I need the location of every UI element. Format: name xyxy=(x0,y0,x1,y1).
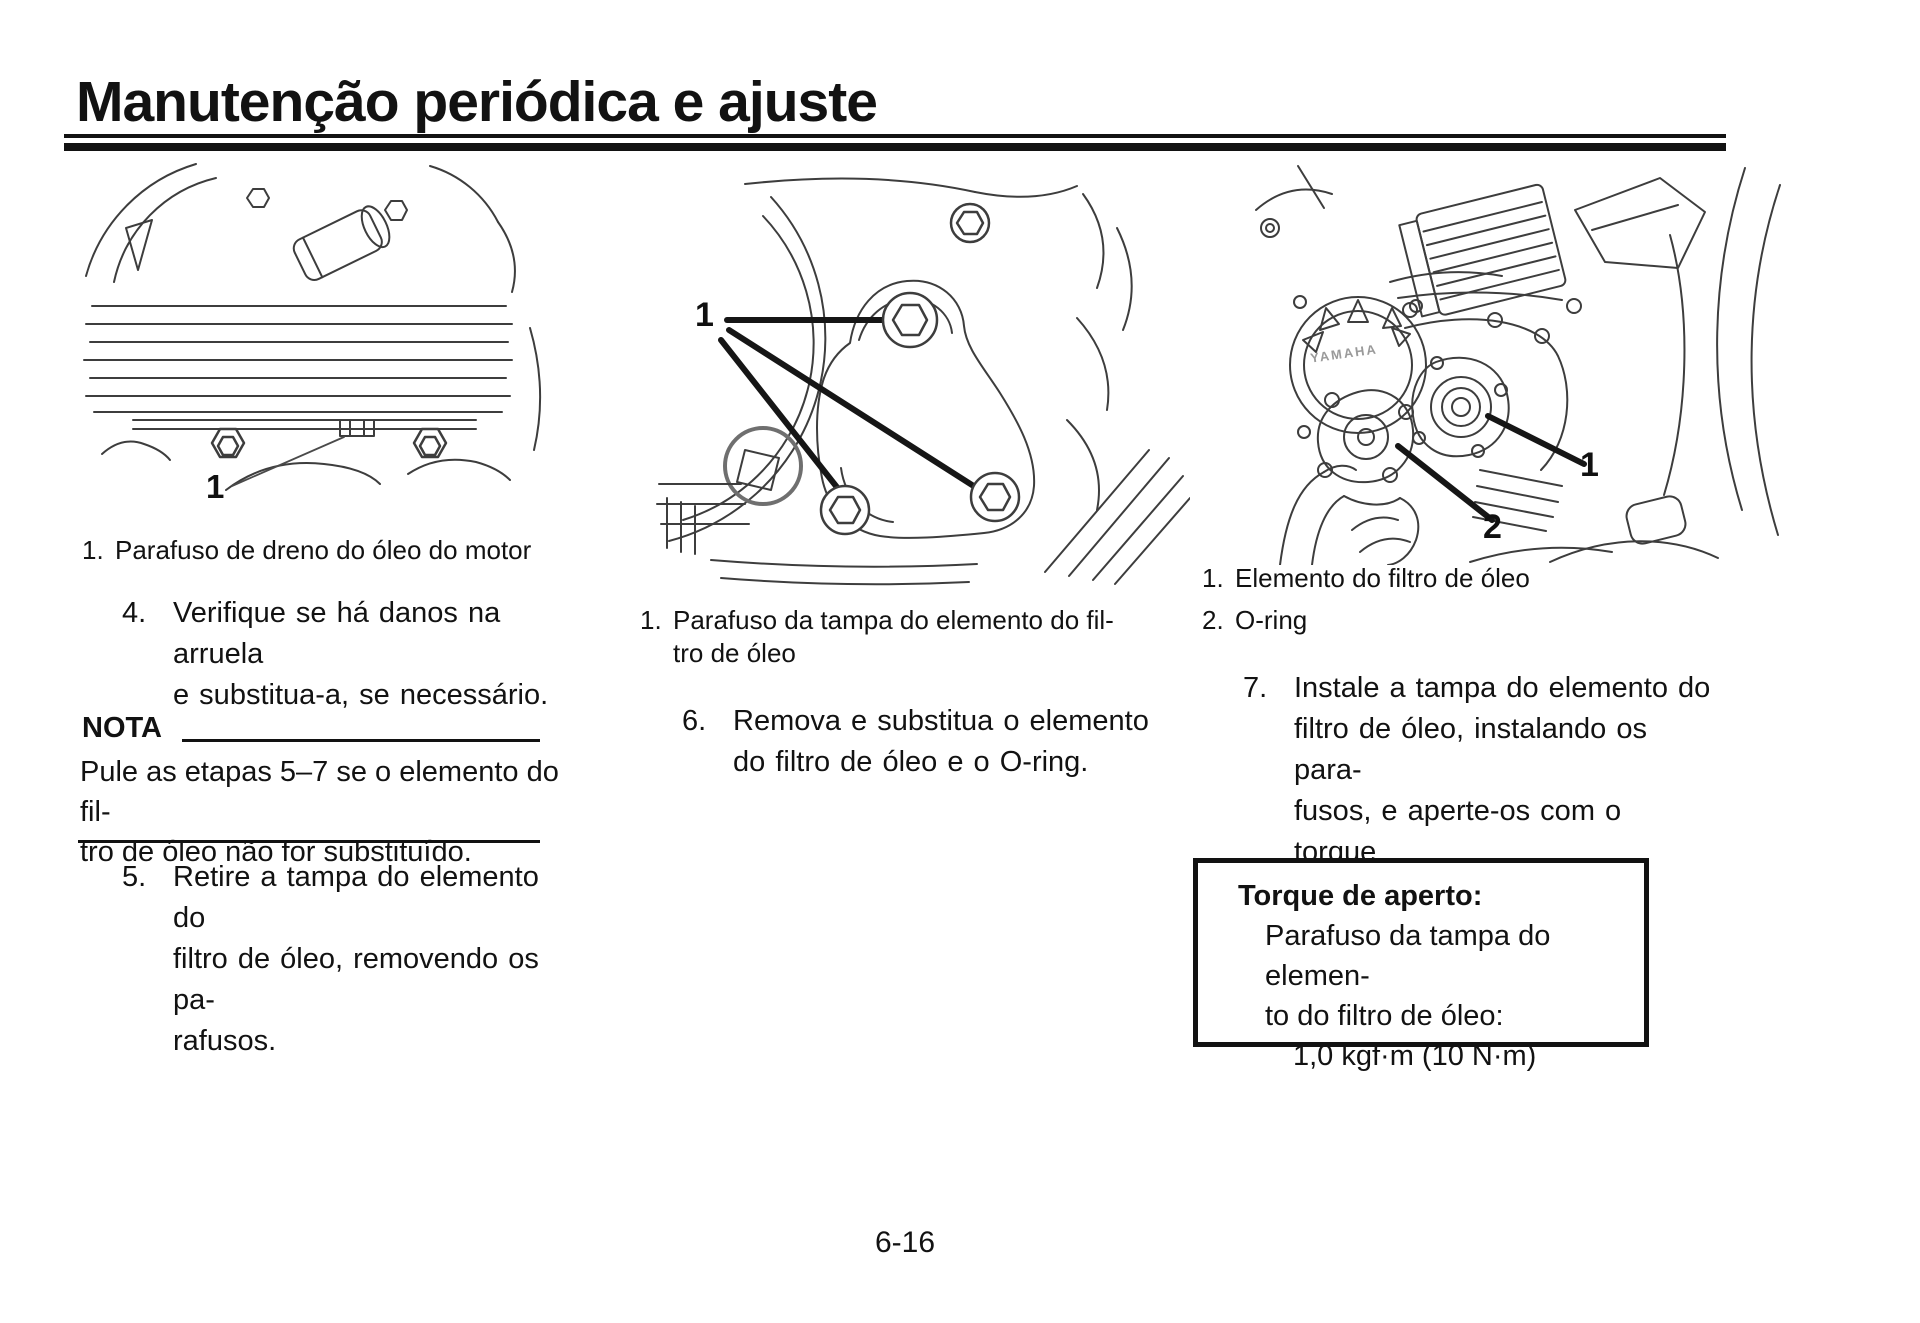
caption-number: 1. xyxy=(82,535,104,565)
title-rule-thin xyxy=(64,134,1726,138)
figure-caption-cover-bolt: 1. Parafuso da tampa do elemento do fil-… xyxy=(640,604,1180,670)
filter-cover-illustration xyxy=(656,177,1190,586)
figure-filter-element: YAMAHA 1 2 xyxy=(1240,150,1785,565)
figure-engine-oil-drain: 1 xyxy=(78,158,558,526)
step-text: Retire a tampa do elemento do filtro de … xyxy=(173,861,539,1057)
step-6: 6. Remova e substitua o elemento do filt… xyxy=(682,701,1152,783)
caption-number: 1. xyxy=(640,605,662,635)
engine-drain-bolt-illustration xyxy=(83,163,542,491)
page-number: 6-16 xyxy=(874,1226,936,1259)
drain-bolt-icon xyxy=(210,427,448,459)
step-text: Verifique se há danos na arruela e subst… xyxy=(173,597,549,711)
figure-caption-oring: 2. O-ring xyxy=(1202,604,1672,637)
filter-element-illustration xyxy=(1255,165,1781,565)
torque-spec-text: Parafuso da tampa do elemen- to do filtr… xyxy=(1265,920,1551,1032)
figure-callout-1: 1 xyxy=(206,468,225,505)
caption-text: Parafuso de dreno do óleo do motor xyxy=(115,535,532,565)
title-rule-thick xyxy=(64,143,1726,151)
step-4: 4. Verifique se há danos na arruela e su… xyxy=(122,593,562,716)
figure-caption-filter-element: 1. Elemento do filtro de óleo xyxy=(1202,562,1672,595)
figure-callout-1: 1 xyxy=(695,296,714,334)
torque-spec-box: Torque de aperto: Parafuso da tampa do e… xyxy=(1193,858,1649,1072)
cover-bolts-icon xyxy=(819,202,1021,536)
step-number: 7. xyxy=(1243,672,1268,704)
figure-callout-2: 2 xyxy=(1483,508,1502,546)
step-text: Remova e substitua o elemento do filtro … xyxy=(733,705,1149,778)
callout-leader-lines xyxy=(1395,413,1587,523)
torque-value: 1,0 kgf·m (10 N·m) xyxy=(1293,1040,1537,1072)
callout-leader-lines xyxy=(718,317,986,503)
note-label: NOTA xyxy=(82,712,163,744)
note-header-rule xyxy=(182,739,540,742)
caption-number: 2. xyxy=(1202,605,1224,635)
figure-filter-cover-bolts: 1 xyxy=(645,168,1190,603)
page-title: Manutenção periódica e ajuste xyxy=(76,70,878,134)
caption-text: Elemento do filtro de óleo xyxy=(1235,563,1530,593)
step-number: 5. xyxy=(122,861,147,893)
caption-text: Parafuso da tampa do elemento do fil- tr… xyxy=(673,605,1114,668)
step-number: 6. xyxy=(682,705,707,737)
step-5: 5. Retire a tampa do elemento do filtro … xyxy=(122,857,562,1062)
step-number: 4. xyxy=(122,597,147,629)
caption-text: O-ring xyxy=(1235,605,1308,635)
caption-number: 1. xyxy=(1202,563,1224,593)
note-text: Pule as etapas 5–7 se o elemento do fil-… xyxy=(80,756,559,868)
note-end-rule xyxy=(78,840,540,843)
torque-title: Torque de aperto: xyxy=(1238,880,1483,912)
figure-callout-1: 1 xyxy=(1580,446,1599,484)
oil-cooler-icon xyxy=(1398,183,1567,318)
figure-caption-drain-bolt: 1. Parafuso de dreno do óleo do motor xyxy=(82,534,552,567)
